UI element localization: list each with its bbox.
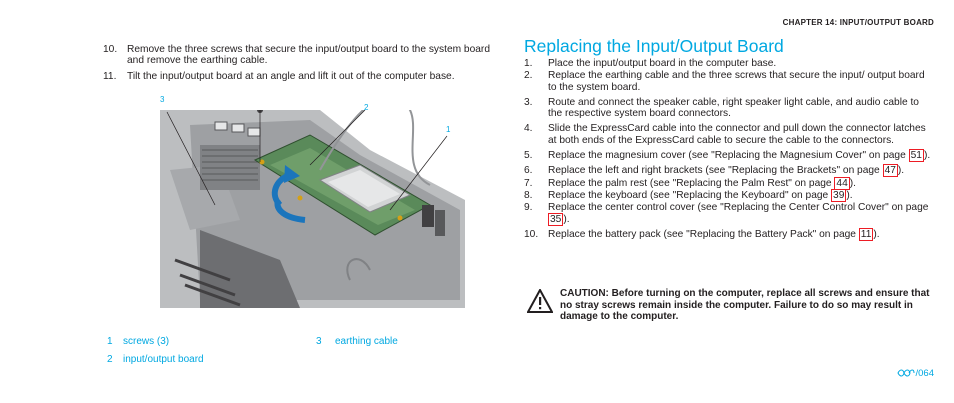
warning-triangle-icon xyxy=(527,289,553,313)
step-text-end: ). xyxy=(897,165,905,177)
step-text: Remove the three screws that secure the … xyxy=(127,44,490,67)
step-number: 5. xyxy=(524,150,533,162)
step-text-end: ). xyxy=(846,189,853,201)
page-number: /064 xyxy=(896,368,935,379)
step-text: Tilt the input/output board at an angle … xyxy=(127,70,455,82)
step-text: Replace the left and right brackets (see… xyxy=(548,165,883,177)
callout-1: 1 xyxy=(446,125,451,134)
step-text: Place the input/output board in the comp… xyxy=(548,58,777,69)
step-text: Replace the battery pack (see "Replacing… xyxy=(548,228,859,240)
step-number: 9. xyxy=(524,202,533,214)
page-link-39[interactable]: 39 xyxy=(831,188,847,202)
chapter-header: CHAPTER 14: INPUT/OUTPUT BOARD xyxy=(782,18,934,27)
step-text: Replace the palm rest (see "Replacing th… xyxy=(548,177,835,189)
step-text-end: ). xyxy=(563,213,570,225)
legend-number: 3 xyxy=(316,336,322,347)
legend-number: 2 xyxy=(107,354,113,365)
list-item: 7. Replace the palm rest (see "Replacing… xyxy=(524,176,934,190)
page-number-text: /064 xyxy=(915,368,935,379)
step-text: Replace the center control cover (see "R… xyxy=(548,202,929,214)
legend-item: 1 screws (3) xyxy=(107,336,169,347)
list-item: 2. Replace the earthing cable and the th… xyxy=(524,70,934,93)
step-text: Route and connect the speaker cable, rig… xyxy=(548,96,919,120)
step-number: 11. xyxy=(103,70,117,82)
step-text: Replace the magnesium cover (see "Replac… xyxy=(548,150,909,162)
step-number: 10. xyxy=(524,228,539,240)
legend-label: earthing cable xyxy=(335,336,398,347)
step-number: 7. xyxy=(524,177,533,189)
step-number: 2. xyxy=(524,70,533,82)
list-item: 3. Route and connect the speaker cable, … xyxy=(524,97,934,120)
caution-note: CAUTION: Before turning on the computer,… xyxy=(560,288,930,322)
alienware-logo-icon xyxy=(896,369,914,377)
list-item: 10. Replace the battery pack (see "Repla… xyxy=(524,227,934,241)
step-text-end: ). xyxy=(923,150,931,162)
legend-item: 2 input/output board xyxy=(107,354,204,365)
removal-steps: 10. Remove the three screws that secure … xyxy=(103,44,508,86)
legend-item: 3 earthing cable xyxy=(316,336,398,347)
legend-number: 1 xyxy=(107,336,113,347)
list-item: 6. Replace the left and right brackets (… xyxy=(524,164,934,178)
page-link-11[interactable]: 11 xyxy=(858,227,874,241)
list-item: 4. Slide the ExpressCard cable into the … xyxy=(524,123,934,146)
step-text: Slide the ExpressCard cable into the con… xyxy=(548,123,926,146)
step-number: 1. xyxy=(524,58,533,69)
section-title: Replacing the Input/Output Board xyxy=(524,36,784,56)
step-number: 10. xyxy=(103,44,118,55)
page-link-47[interactable]: 47 xyxy=(882,164,898,178)
step-number: 4. xyxy=(524,123,533,135)
callout-3: 3 xyxy=(160,95,165,104)
page-link-51[interactable]: 51 xyxy=(908,149,924,163)
step-text: Replace the keyboard (see "Replacing the… xyxy=(548,189,832,201)
page-link-35[interactable]: 35 xyxy=(548,212,564,226)
list-item: 10. Remove the three screws that secure … xyxy=(103,44,508,67)
step-text: Replace the earthing cable and the three… xyxy=(548,70,925,93)
page-link-44[interactable]: 44 xyxy=(834,176,850,190)
callout-2: 2 xyxy=(364,103,369,112)
list-item: 8. Replace the keyboard (see "Replacing … xyxy=(524,188,934,202)
list-item: 9. Replace the center control cover (see… xyxy=(524,202,934,226)
input-output-board-illustration xyxy=(160,110,465,308)
replacement-steps: 1. Place the input/output board in the c… xyxy=(524,58,934,244)
step-number: 6. xyxy=(524,165,533,177)
list-item: 1. Place the input/output board in the c… xyxy=(524,58,934,69)
step-text-end: ). xyxy=(849,177,856,189)
legend-label: screws (3) xyxy=(123,336,170,347)
step-number: 3. xyxy=(524,96,533,108)
step-number: 8. xyxy=(524,189,533,201)
legend-label: input/output board xyxy=(123,354,204,365)
list-item: 5. Replace the magnesium cover (see "Rep… xyxy=(524,149,934,163)
step-text-end: ). xyxy=(873,228,880,240)
list-item: 11. Tilt the input/output board at an an… xyxy=(103,71,508,82)
